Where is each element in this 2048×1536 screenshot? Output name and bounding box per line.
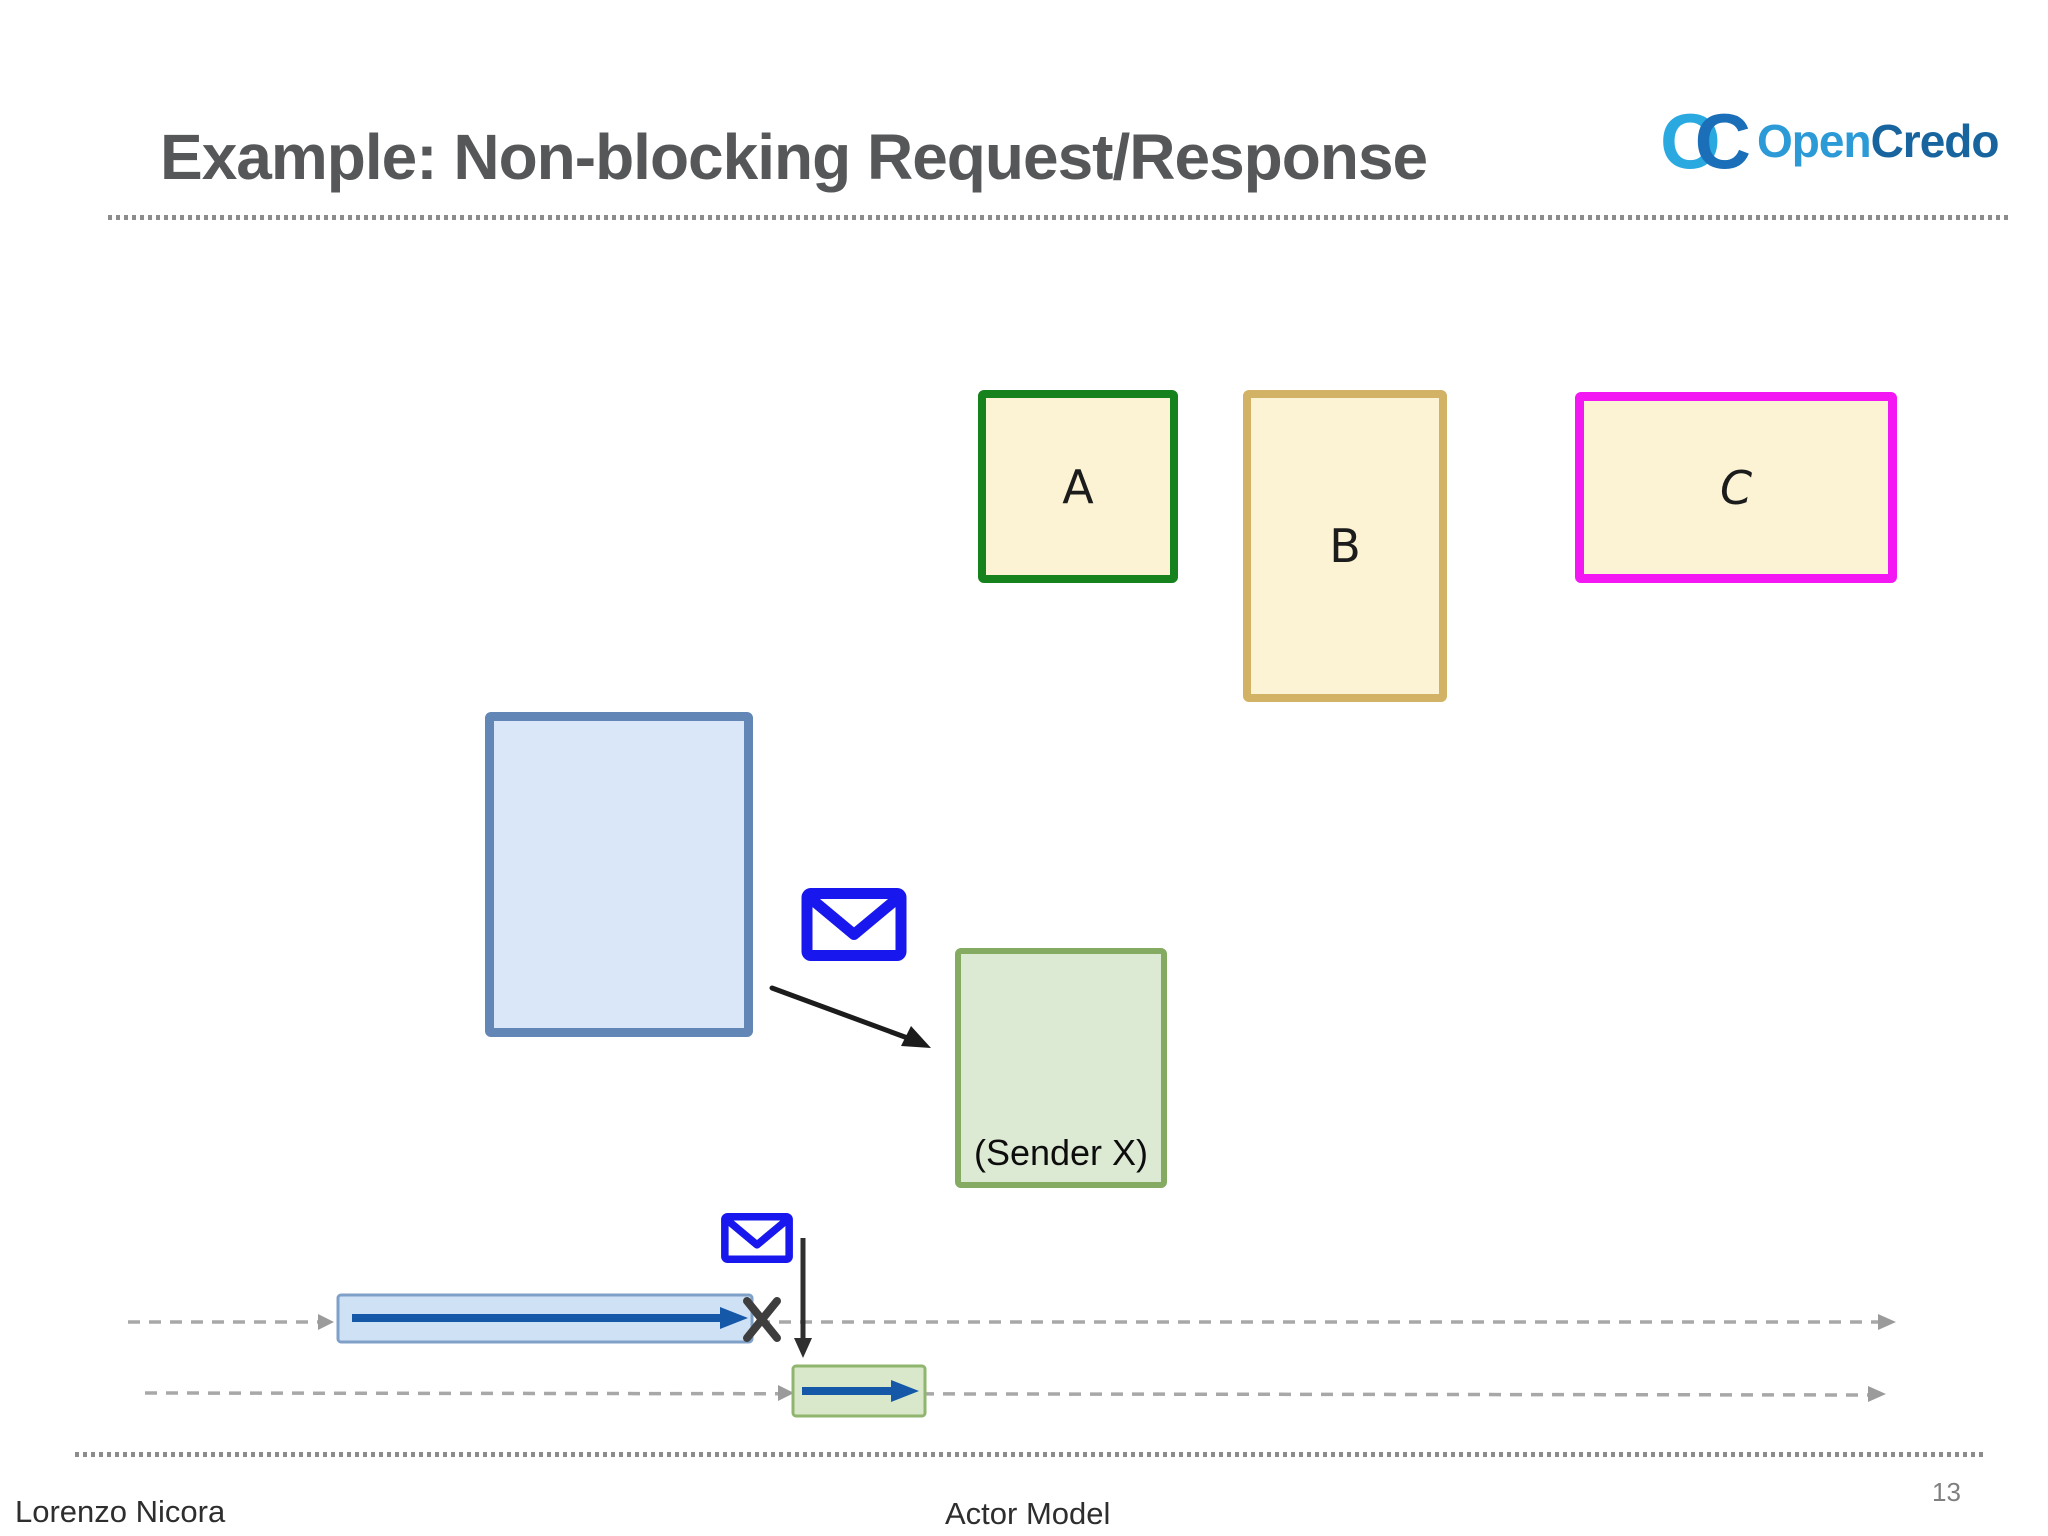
timeline-2-mid-arrowhead	[778, 1385, 794, 1401]
wordmark-credo: Credo	[1870, 115, 2000, 167]
timeline-2-end-arrowhead	[1868, 1386, 1886, 1402]
send-message-arrow	[769, 985, 931, 1048]
opencredo-wordmark: OpenCredo	[1757, 115, 2000, 167]
page-number: 13	[1932, 1477, 1961, 1507]
envelope-icon	[801, 888, 907, 961]
actor-box-a: A	[978, 390, 1178, 583]
green-activity-arrowhead	[891, 1380, 919, 1402]
footer-deck-title: Actor Model	[945, 1496, 1111, 1531]
actor-box-b: B	[1243, 390, 1447, 702]
actor-c-label: C	[1719, 460, 1753, 515]
wordmark-open: Open	[1757, 115, 1872, 167]
opencredo-logo: O C OpenCredo	[1660, 97, 2000, 185]
monogram-letter-c: C	[1694, 97, 1751, 185]
deliver-message-arrow	[794, 1238, 812, 1358]
timeline-1-end-arrowhead	[1878, 1314, 1896, 1330]
opencredo-monogram-icon: O C	[1660, 97, 1751, 185]
title-divider	[108, 215, 2010, 220]
actor-a-label: A	[1062, 459, 1094, 514]
actor-b-label: B	[1329, 519, 1361, 573]
envelope-icon	[721, 1213, 793, 1263]
slide-title: Example: Non-blocking Request/Response	[160, 121, 1428, 193]
timelines-diagram	[128, 1238, 1896, 1418]
requester-box	[485, 712, 753, 1037]
timeline-1-mid-arrowhead	[318, 1314, 334, 1330]
sender-box-label: (Sender X)	[973, 1132, 1149, 1173]
footer-author: Lorenzo Nicora	[15, 1494, 226, 1529]
x-cross-mark	[743, 1297, 781, 1342]
sender-box: (Sender X)	[955, 948, 1167, 1188]
footer-divider	[75, 1452, 1987, 1457]
timeline-2-line	[144, 1391, 1875, 1397]
blue-activity-arrowhead	[720, 1307, 748, 1329]
actor-box-c: C	[1575, 392, 1897, 583]
